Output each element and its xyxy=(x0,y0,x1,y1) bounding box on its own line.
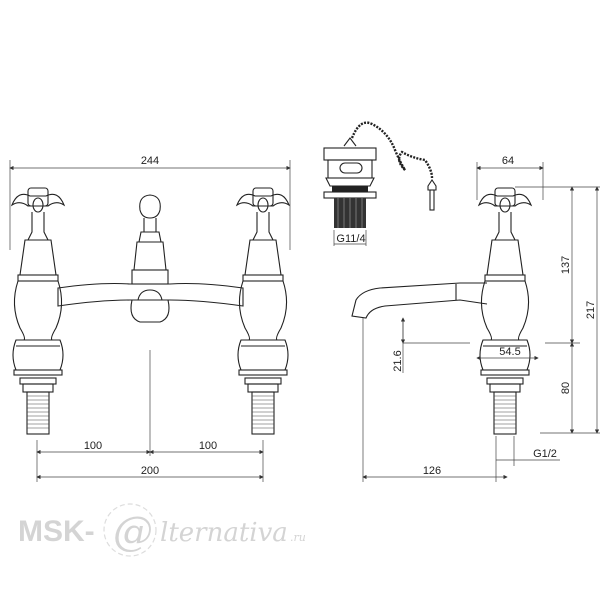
left-tap xyxy=(11,187,65,435)
bridge-arm xyxy=(57,282,244,307)
dim-spout-reach: 126 xyxy=(423,465,441,477)
front-view: 244 100 100 200 xyxy=(9,155,291,482)
dim-right-spacing: 100 xyxy=(199,440,217,452)
right-tap xyxy=(236,187,290,435)
dim-overall-width: 244 xyxy=(141,155,159,167)
watermark-at: @ xyxy=(113,509,153,555)
watermark-suffix: lternativa xyxy=(160,518,288,548)
side-tap xyxy=(478,187,532,435)
dim-centres: 200 xyxy=(141,465,159,477)
waste-plug: G11/4 xyxy=(323,121,437,246)
bridge-spout xyxy=(130,299,170,323)
dim-left-spacing: 100 xyxy=(84,440,102,452)
centre-knob xyxy=(131,194,169,285)
watermark-logo: MSK- @ lternativa .ru xyxy=(18,503,306,557)
dim-spout-clearance: 21.6 xyxy=(392,350,404,371)
dim-overall-height: 217 xyxy=(585,301,597,319)
watermark-domain: .ru xyxy=(290,531,306,544)
waste-thread-label: G11/4 xyxy=(336,233,365,245)
dim-tail-thread: G1/2 xyxy=(533,448,557,460)
dim-height-137: 137 xyxy=(560,256,572,274)
dim-shank-height: 80 xyxy=(560,382,572,394)
dim-base-diameter: 54.5 xyxy=(499,346,520,358)
spout xyxy=(351,282,488,319)
watermark-prefix: MSK- xyxy=(18,515,95,548)
side-view: 64 137 217 80 21.6 54.5 G1/2 126 xyxy=(351,155,600,482)
dim-handle-width: 64 xyxy=(502,155,514,167)
